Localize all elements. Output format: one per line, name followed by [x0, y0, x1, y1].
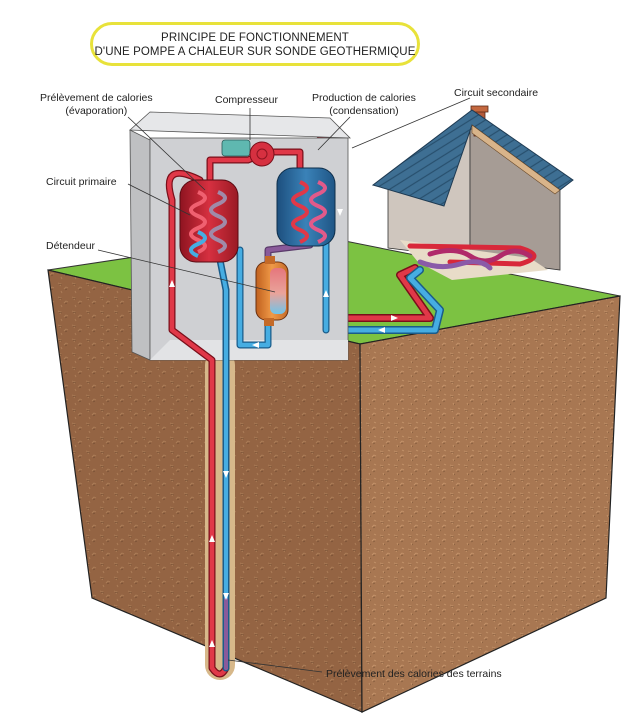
label-condensation-line-1: Production de calories	[312, 92, 416, 104]
compressor-pump	[249, 141, 275, 167]
arrow-up-icon	[209, 535, 215, 542]
flow-arrows	[169, 209, 398, 647]
arrow-left-icon	[252, 342, 259, 348]
arrow-up-icon	[323, 290, 329, 297]
arrow-up-icon	[169, 280, 175, 287]
housing-bottom	[150, 340, 348, 360]
primary-circuit-pipes	[165, 169, 230, 678]
label-primary-circuit: Circuit primaire	[46, 176, 117, 188]
soil-right-face	[359, 295, 621, 713]
housing-top	[128, 111, 352, 139]
arrow-down-icon	[223, 471, 229, 478]
arrow-right-icon	[391, 315, 398, 321]
label-compressor: Compresseur	[215, 94, 279, 106]
condenser-tank	[276, 167, 336, 247]
arrow-up-icon	[209, 640, 215, 647]
housing-left-face	[129, 129, 151, 361]
label-condensation-line-2: (condensation)	[329, 105, 399, 117]
evaporator-tank	[179, 179, 239, 263]
title-line-2: D'UNE POMPE A CHALEUR SUR SONDE GEOTHERM…	[94, 46, 416, 58]
arrow-down-icon	[223, 593, 229, 600]
compressor-rotor-icon	[256, 148, 268, 160]
condenser-coil	[291, 180, 309, 244]
house	[371, 105, 574, 280]
arrow-down-icon	[337, 209, 343, 216]
chimney-cap	[470, 105, 489, 113]
diagram-title: PRINCIPE DE FONCTIONNEMENT D'UNE POMPE A…	[90, 22, 420, 66]
label-evaporation: Prélèvement de calories (évaporation)	[40, 92, 153, 118]
underfloor-heating-loops	[407, 243, 537, 271]
label-evaporation-line-1: Prélèvement de calories	[40, 92, 153, 104]
label-condensation: Production de calories (condensation)	[312, 92, 416, 118]
compressor-motor	[221, 139, 251, 157]
title-line-1: PRINCIPE DE FONCTIONNEMENT	[161, 32, 349, 44]
label-ground-heat: Prélèvement des calories des terrains	[326, 668, 502, 680]
label-secondary-circuit: Circuit secondaire	[454, 87, 539, 99]
label-evaporation-line-2: (évaporation)	[65, 105, 128, 117]
compressor	[221, 139, 275, 167]
leader-lines	[97, 97, 471, 673]
label-expansion-valve: Détendeur	[46, 240, 96, 252]
roof-eave	[471, 124, 561, 195]
arrow-left-icon	[378, 327, 385, 333]
